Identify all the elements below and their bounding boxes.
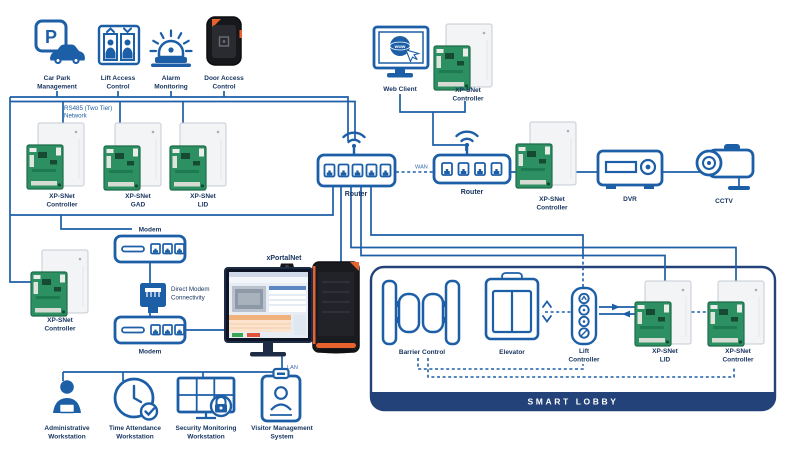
wifi-icon bbox=[342, 131, 366, 158]
car-park-label-2: Management bbox=[37, 84, 78, 91]
router-1-icon bbox=[316, 131, 397, 188]
cursor-icon bbox=[405, 49, 421, 63]
xp-snet-lid-lobby: XP-SNet LID bbox=[634, 280, 692, 364]
server-label: xPortalNet bbox=[266, 255, 302, 262]
router-2-icon bbox=[432, 130, 512, 185]
web-client-icon: www bbox=[372, 25, 430, 78]
connector-lines bbox=[9, 91, 737, 381]
alarm-icon bbox=[149, 29, 193, 67]
controller1-label-2: Controller bbox=[46, 202, 78, 209]
xp-snet-lid-1: XP-SNet LID bbox=[169, 122, 227, 209]
rs485-network-label-1: RS485 (Two Tier) bbox=[64, 105, 112, 112]
lid1-label-2: LID bbox=[198, 202, 209, 209]
admin-ws-label-1: Administrative bbox=[44, 425, 90, 432]
alarm-label-2: Monitoring bbox=[154, 84, 188, 91]
elevator-chevrons-icon bbox=[542, 299, 552, 324]
xp-snet-gad: XP-SNet GAD bbox=[103, 122, 162, 209]
left-controller-label-2: Controller bbox=[44, 326, 76, 333]
lift-controller-label-2: Controller bbox=[568, 357, 600, 364]
lobby-lid-label-1: XP-SNet bbox=[652, 348, 678, 355]
elevator-icon bbox=[484, 272, 552, 341]
lid1-label-1: XP-SNet bbox=[190, 193, 216, 200]
xp-snet-controller-top-right: XP-SNet Controller bbox=[433, 23, 493, 103]
server-tower bbox=[312, 261, 360, 354]
parking-p-glyph: P bbox=[45, 27, 57, 47]
security-ws-label-1: Security Monitoring bbox=[175, 425, 236, 432]
time-ws-label-2: Workstation bbox=[116, 434, 153, 441]
server-monitor bbox=[224, 267, 313, 357]
administrative-workstation-icon bbox=[53, 380, 81, 414]
xp-snet-controller-1: XP-SNet Controller bbox=[26, 122, 85, 209]
router2-label: Router bbox=[461, 189, 484, 196]
rj45-connector-icon bbox=[140, 283, 166, 313]
wan-label: WAN bbox=[415, 165, 428, 171]
door-access-label-2: Control bbox=[212, 84, 235, 91]
car-park-icon: P bbox=[34, 19, 85, 65]
controller1-label-1: XP-SNet bbox=[49, 193, 75, 200]
gad-label-1: XP-SNet bbox=[125, 193, 151, 200]
gad-label-2: GAD bbox=[131, 202, 146, 209]
cctv-icon bbox=[695, 144, 755, 190]
door-access-icon bbox=[206, 16, 242, 66]
tr-controller-label-1: XP-SNet bbox=[455, 87, 481, 94]
smart-lobby-banner-label: SMART LOBBY bbox=[528, 397, 619, 407]
lift-access-icon bbox=[97, 24, 141, 66]
lift-controller-label-1: Lift bbox=[579, 348, 590, 355]
web-client-label: Web Client bbox=[383, 86, 417, 93]
lobby-lid-label-2: LID bbox=[660, 357, 671, 364]
door-access-label-1: Door Access bbox=[204, 75, 244, 82]
workstation-labels: Administrative Workstation Time Attendan… bbox=[44, 425, 313, 441]
globe-www-text: www bbox=[394, 44, 406, 49]
direct-modem-label-1: Direct Modem bbox=[171, 286, 210, 293]
modem-1-icon bbox=[115, 236, 185, 262]
lift-controller-icon bbox=[570, 286, 598, 346]
wifi-icon bbox=[455, 130, 479, 157]
barrier-control-icon bbox=[381, 279, 461, 346]
dvr-icon bbox=[596, 149, 664, 189]
barrier-control-label: Barrier Control bbox=[399, 349, 445, 356]
router1-label: Router bbox=[345, 191, 368, 198]
security-ws-label-2: Workstation bbox=[187, 434, 224, 441]
left-controller-label-1: XP-SNet bbox=[47, 317, 73, 324]
elevator-label: Elevator bbox=[499, 349, 525, 356]
modem1-label: Modem bbox=[139, 227, 162, 234]
lobby-controller-label-2: Controller bbox=[722, 357, 754, 364]
modem-2-icon bbox=[115, 317, 185, 343]
visitor-ws-label-2: System bbox=[270, 434, 293, 441]
smart-lobby-banner bbox=[371, 392, 775, 410]
dvr-label: DVR bbox=[623, 196, 637, 203]
car-park-label-1: Car Park bbox=[44, 75, 71, 82]
lobby-controller-label-1: XP-SNet bbox=[725, 348, 751, 355]
right-controller-label-1: XP-SNet bbox=[539, 196, 565, 203]
tr-controller-label-2: Controller bbox=[452, 96, 484, 103]
direct-modem-label-2: Connectivity bbox=[171, 295, 206, 302]
time-ws-label-1: Time Attendance bbox=[109, 425, 161, 432]
alarm-label-1: Alarm bbox=[162, 75, 181, 82]
right-controller-label-2: Controller bbox=[536, 205, 568, 212]
lift-access-label-1: Lift Access bbox=[101, 75, 136, 82]
globe-icon bbox=[390, 36, 410, 56]
visitor-management-icon bbox=[260, 367, 302, 423]
xp-snet-controller-lobby: XP-SNet Controller bbox=[707, 280, 765, 364]
security-monitoring-icon bbox=[176, 376, 236, 420]
admin-ws-label-2: Workstation bbox=[48, 434, 85, 441]
rs485-network-label-2: Network bbox=[64, 113, 88, 120]
lift-access-label-2: Control bbox=[106, 84, 129, 91]
top-device-labels: Car Park Management Lift Access Control … bbox=[37, 75, 244, 91]
time-attendance-icon bbox=[113, 377, 159, 421]
cctv-label: CCTV bbox=[715, 198, 733, 205]
xp-snet-controller-right: XP-SNet Controller bbox=[515, 121, 577, 212]
visitor-ws-label-1: Visitor Management bbox=[251, 425, 313, 432]
xp-snet-controller-left: XP-SNet Controller bbox=[30, 249, 89, 333]
lan-label: LAN bbox=[287, 365, 298, 371]
modem2-label: Modem bbox=[139, 349, 162, 356]
